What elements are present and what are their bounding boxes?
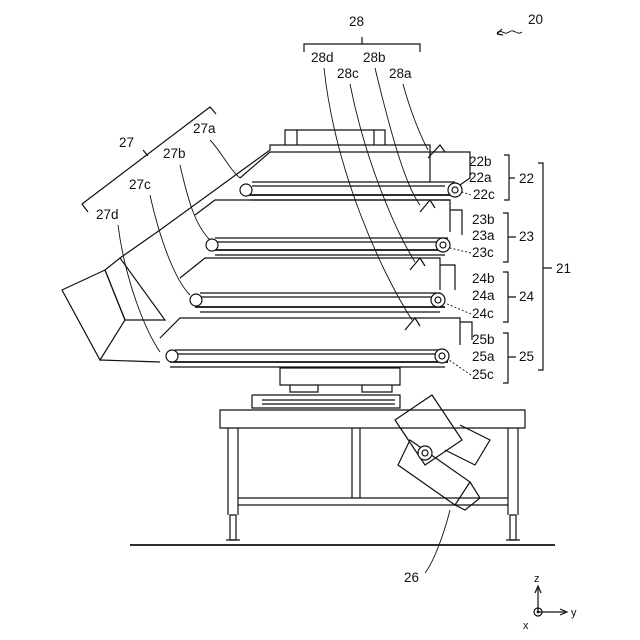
stand-frame <box>220 410 525 540</box>
bracket-22 <box>504 155 515 200</box>
ref-22a: 22a <box>469 170 492 185</box>
ref-27c: 27c <box>129 177 151 192</box>
ref-27: 27 <box>119 135 134 150</box>
ref-20-arrow <box>497 31 522 33</box>
ref-25b: 25b <box>472 332 495 347</box>
pivot-plate <box>252 395 400 408</box>
ref-24c: 24c <box>472 306 494 321</box>
tilt-actuator <box>395 395 490 510</box>
lead-26 <box>425 510 450 573</box>
lead-27b <box>180 165 210 240</box>
ref-28a: 28a <box>389 66 412 81</box>
bracket-25 <box>503 333 516 383</box>
conveyor-23 <box>195 200 462 255</box>
lead-28b <box>375 68 420 205</box>
ref-27b: 27b <box>163 146 186 161</box>
lead-25c <box>449 360 471 375</box>
lead-27a <box>210 140 240 178</box>
figure-ref-20: 20 <box>528 12 543 27</box>
lead-28c <box>350 84 415 262</box>
axis-z-label: z <box>534 573 540 585</box>
pivot-block <box>280 368 400 385</box>
ref-28d: 28d <box>311 50 334 65</box>
ref-24b: 24b <box>472 271 495 286</box>
ref-23a: 23a <box>472 228 495 243</box>
bracket-24 <box>503 272 516 322</box>
ref-27a: 27a <box>193 121 216 136</box>
pivot-rail <box>262 400 395 404</box>
ref-22: 22 <box>519 171 534 186</box>
ref-25a: 25a <box>472 349 495 364</box>
ref-23: 23 <box>519 229 534 244</box>
coordinate-axes <box>534 586 567 616</box>
axis-y-label: y <box>571 607 577 619</box>
ref-28: 28 <box>349 14 364 29</box>
lead-28d <box>324 68 412 320</box>
ref-22b: 22b <box>469 154 492 169</box>
lead-28a <box>403 84 428 150</box>
ref-28b: 28b <box>363 50 386 65</box>
ref-25: 25 <box>519 349 534 364</box>
axis-x-label: x <box>523 620 529 632</box>
lead-24c <box>445 303 471 314</box>
ref-21: 21 <box>556 261 571 276</box>
ref-24a: 24a <box>472 288 495 303</box>
lead-22c <box>462 192 471 195</box>
ref-26: 26 <box>404 570 419 585</box>
feeder-body <box>105 258 165 320</box>
conveyor-22 <box>240 145 470 200</box>
ref-24: 24 <box>519 289 535 304</box>
lead-23c <box>450 248 471 253</box>
bracket-23 <box>503 213 516 262</box>
lead-27c <box>150 195 190 295</box>
ref-23b: 23b <box>472 212 495 227</box>
ref-22c: 22c <box>473 187 495 202</box>
ref-28c: 28c <box>337 66 359 81</box>
conveyor-25 <box>160 318 472 367</box>
feeder-box <box>62 270 125 360</box>
pivot-feet <box>290 385 392 392</box>
ref-27d: 27d <box>96 207 119 222</box>
conveyor-24 <box>180 258 455 312</box>
ref-25c: 25c <box>472 367 494 382</box>
ref-23c: 23c <box>472 245 494 260</box>
bracket-21 <box>538 163 552 370</box>
